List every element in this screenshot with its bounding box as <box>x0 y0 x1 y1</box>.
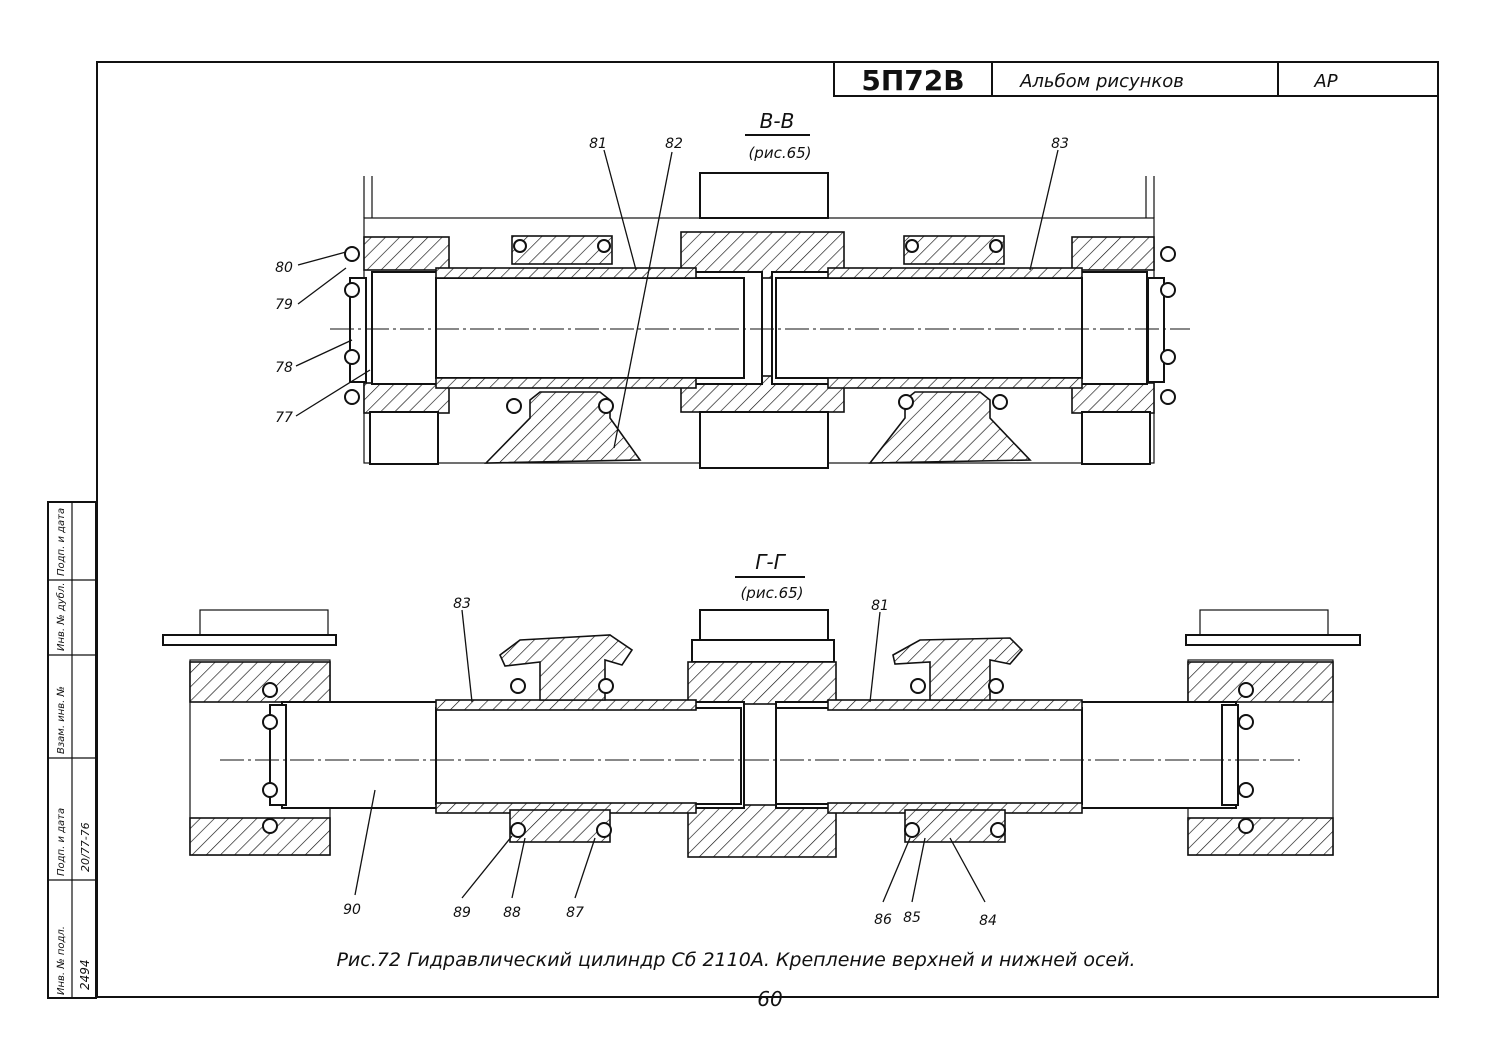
callout-80: 80 <box>275 260 293 276</box>
stamp-field-5: Подп. и дата <box>56 508 67 576</box>
title-sheet-mark: АР <box>1313 71 1337 92</box>
title-album: Альбом рисунков <box>1019 71 1184 92</box>
section-gg-title: Г-Г <box>755 550 786 574</box>
callout-81-top: 81 <box>589 136 607 152</box>
section-bb-ref: (рис.65) <box>748 144 811 162</box>
side-stamp: Инв. № подл. Подп. и дата Взам. инв. № И… <box>47 501 97 999</box>
section-bb: В-В (рис.65) <box>275 109 1190 469</box>
callout-90: 90 <box>343 902 361 918</box>
callout-85: 85 <box>903 910 921 926</box>
callout-83-top: 83 <box>1051 136 1069 152</box>
figure-caption: Рис.72 Гидравлический цилиндр Сб 2110А. … <box>336 949 1135 971</box>
callout-84: 84 <box>979 913 997 929</box>
callout-79: 79 <box>275 297 293 313</box>
callout-87: 87 <box>566 905 584 921</box>
callout-83-bottom: 83 <box>453 596 471 612</box>
title-code: 5П72В <box>861 64 964 97</box>
section-gg: Г-Г (рис.65) <box>162 550 1361 929</box>
callout-89: 89 <box>453 905 471 921</box>
stamp-field-3: Взам. инв. № <box>56 686 67 754</box>
callout-81-bottom: 81 <box>871 598 889 614</box>
section-bb-title: В-В <box>760 109 795 133</box>
stamp-field-2: Подп. и дата <box>56 808 67 876</box>
stamp-value-2: 20/77-76 <box>79 822 92 872</box>
title-block: 5П72В Альбом рисунков АР <box>833 61 1439 97</box>
stamp-value-1: 2494 <box>78 959 92 990</box>
callout-77: 77 <box>275 410 293 426</box>
callout-78: 78 <box>275 360 293 376</box>
callout-88: 88 <box>503 905 521 921</box>
section-gg-ref: (рис.65) <box>740 584 803 602</box>
stamp-field-1: Инв. № подл. <box>56 926 67 995</box>
callout-86: 86 <box>874 912 892 928</box>
callout-82: 82 <box>665 136 683 152</box>
stamp-field-4: Инв. № дубл. <box>55 583 67 651</box>
page-number: 60 <box>757 987 782 1011</box>
